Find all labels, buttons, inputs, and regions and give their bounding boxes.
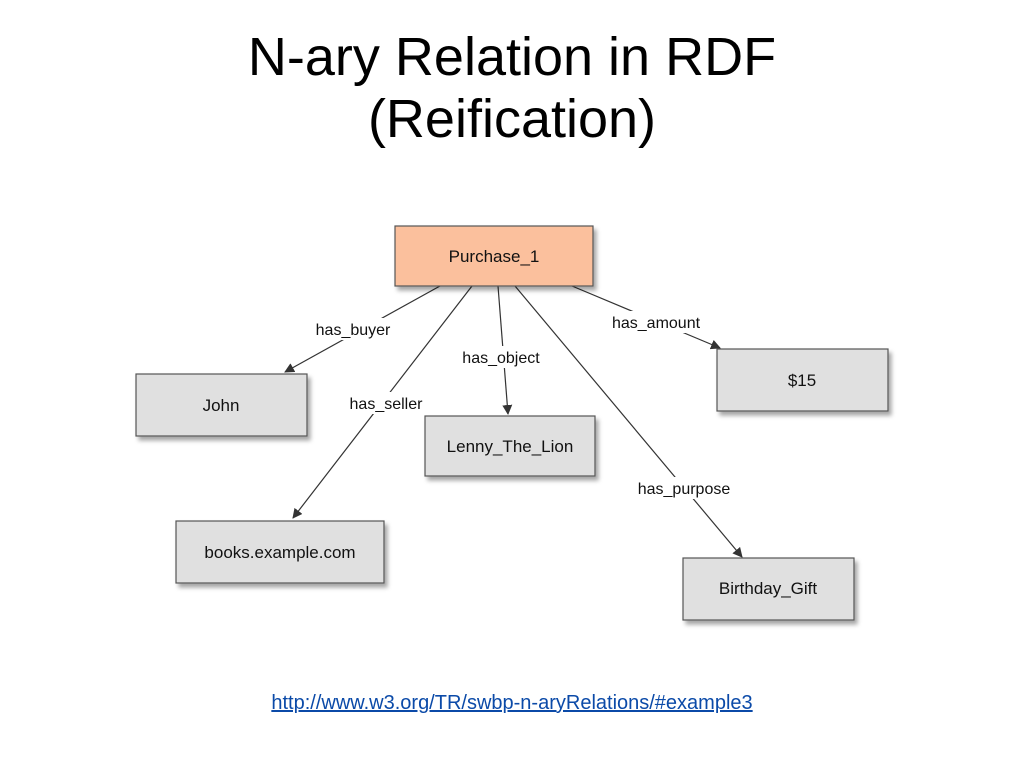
edge-labels: has_buyer has_object has_seller has_amou… — [302, 311, 746, 499]
node-label-purchase: Purchase_1 — [449, 247, 540, 266]
source-link[interactable]: http://www.w3.org/TR/swbp-n-aryRelations… — [271, 692, 753, 714]
node-label-john: John — [203, 396, 240, 415]
edge-has-purpose — [514, 285, 743, 558]
node-gift: Birthday_Gift — [682, 557, 855, 621]
node-label-amount: $15 — [788, 371, 816, 390]
node-amount: $15 — [716, 348, 889, 412]
node-label-lenny: Lenny_The_Lion — [447, 437, 574, 456]
edge-label-has-object: has_object — [462, 350, 540, 367]
node-label-gift: Birthday_Gift — [719, 579, 818, 598]
title-line-2: (Reification) — [367, 89, 657, 149]
node-books: books.example.com — [175, 520, 385, 584]
node-purchase: Purchase_1 — [394, 225, 594, 287]
title-line-1: N-ary Relation in RDF — [247, 27, 777, 87]
edge-label-has-seller: has_seller — [350, 396, 424, 413]
slide-title: N-ary Relation in RDF (Reification) — [0, 26, 1024, 150]
node-john: John — [135, 373, 308, 437]
node-label-books: books.example.com — [204, 543, 355, 562]
node-lenny: Lenny_The_Lion — [424, 415, 596, 477]
edge-label-has-purpose: has_purpose — [638, 481, 731, 498]
edge-label-has-buyer: has_buyer — [316, 322, 391, 339]
edge-label-has-amount: has_amount — [612, 315, 701, 332]
